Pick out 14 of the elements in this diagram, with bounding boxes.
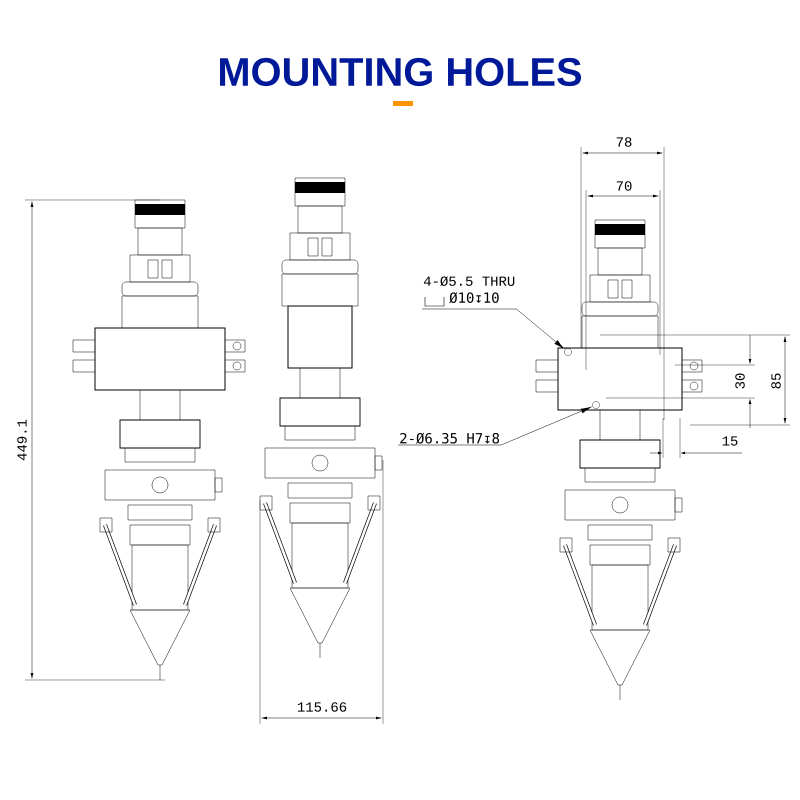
dimension-label: 30 xyxy=(735,373,745,388)
dimension-label: 15 xyxy=(722,436,738,446)
dimension-label: 70 xyxy=(616,181,632,191)
title: MOUNTING HOLES xyxy=(220,58,582,86)
mounting-hole xyxy=(592,401,600,409)
dimension-label: 78 xyxy=(616,137,632,147)
dimension-label: 85 xyxy=(771,374,781,388)
dimension-label: 449.1 xyxy=(17,420,27,460)
callout-text: 2-Ø6.35 H7↧8 xyxy=(400,432,500,444)
dimension-label: 115.66 xyxy=(298,702,346,712)
callout-text: 4-Ø5.5 THRU Ø10↧10 xyxy=(424,276,514,304)
mounting-hole xyxy=(564,348,572,356)
leader-line xyxy=(422,308,564,349)
leader-line xyxy=(398,406,592,446)
